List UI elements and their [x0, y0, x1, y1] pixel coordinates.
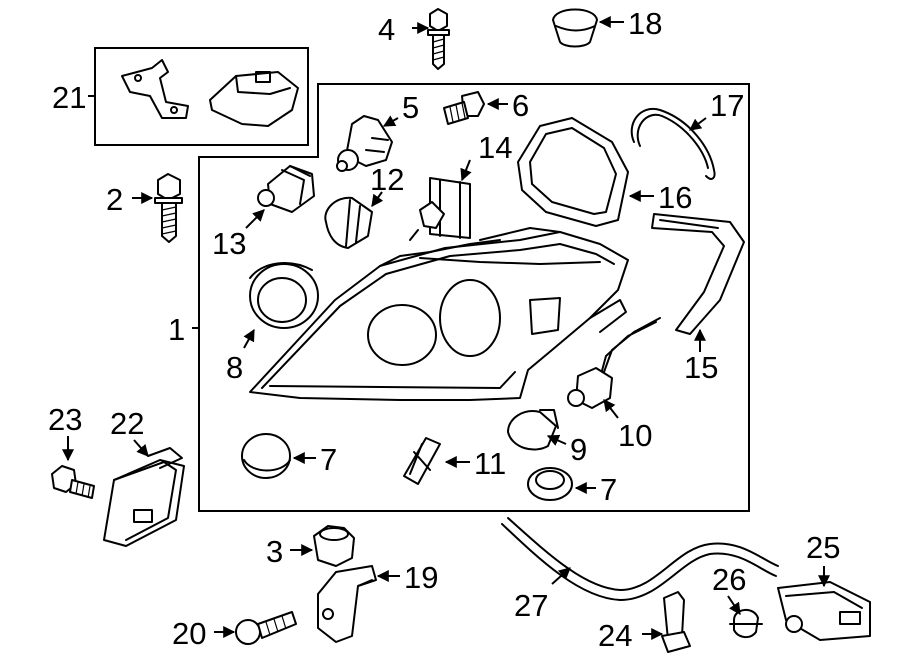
- headlamp-assembly-frame: [198, 83, 750, 512]
- clip-part-3[interactable]: [313, 525, 355, 567]
- callout-22: 22: [110, 406, 144, 441]
- module-part-25[interactable]: [777, 581, 871, 641]
- wire-part-17[interactable]: [630, 107, 716, 180]
- callout-9: 9: [570, 432, 587, 467]
- callout-17: 17: [710, 88, 744, 123]
- callout-21: 21: [52, 80, 86, 115]
- callout-7-upper: 7: [320, 442, 337, 477]
- callout-13: 13: [212, 226, 246, 261]
- bulb-part-12[interactable]: [324, 196, 373, 249]
- headlamp-housing[interactable]: [249, 227, 629, 401]
- cap-part-7-upper[interactable]: [241, 433, 291, 479]
- leader-lines: [62, 16, 830, 640]
- bolt-part-4[interactable]: [427, 8, 450, 70]
- callout-1: 1: [168, 312, 185, 347]
- clip-part-26[interactable]: [729, 609, 763, 638]
- callout-14: 14: [478, 130, 512, 165]
- callout-23: 23: [48, 402, 82, 437]
- callout-20: 20: [172, 616, 206, 651]
- callout-numbers: 1 2 3 4 5 6 7 7 8 9 10 11 12 13 14 15 16…: [48, 6, 840, 653]
- bolt-part-20[interactable]: [235, 611, 297, 645]
- connector-part-24[interactable]: [661, 591, 691, 653]
- callout-7-lower: 7: [600, 472, 617, 507]
- ballast-part-22[interactable]: [103, 447, 185, 547]
- callout-10: 10: [618, 418, 652, 453]
- callout-26: 26: [712, 562, 746, 597]
- callout-15: 15: [684, 350, 718, 385]
- bulb-part-11[interactable]: [403, 437, 441, 485]
- bracket-part-21[interactable]: [121, 59, 299, 127]
- cap-part-18[interactable]: [552, 8, 598, 48]
- socket-part-5[interactable]: [336, 115, 393, 172]
- callout-19: 19: [404, 560, 438, 595]
- socket-part-10[interactable]: [567, 317, 661, 409]
- hose-part-27[interactable]: [501, 517, 779, 601]
- callout-18: 18: [628, 6, 662, 41]
- callout-27: 27: [514, 588, 548, 623]
- gasket-part-16[interactable]: [517, 117, 629, 227]
- bulb-part-9[interactable]: [507, 409, 559, 451]
- callout-8: 8: [226, 350, 243, 385]
- bulb-part-13[interactable]: [257, 165, 315, 213]
- callout-2: 2: [106, 182, 123, 217]
- callout-24: 24: [598, 618, 632, 653]
- callout-12: 12: [370, 162, 404, 197]
- bolt-part-2[interactable]: [154, 173, 183, 243]
- callout-16: 16: [658, 180, 692, 215]
- trim-part-15[interactable]: [651, 213, 745, 335]
- bolt-part-23[interactable]: [51, 465, 95, 499]
- screw-part-6[interactable]: [443, 91, 485, 125]
- bulb-part-14[interactable]: [409, 177, 471, 241]
- bracket-part-19[interactable]: [317, 565, 377, 643]
- callout-4: 4: [378, 12, 395, 47]
- callout-11: 11: [474, 446, 506, 481]
- cap-part-7-lower[interactable]: [527, 467, 573, 501]
- callout-5: 5: [402, 90, 419, 125]
- callout-3: 3: [266, 534, 283, 569]
- callout-25: 25: [806, 530, 840, 565]
- ring-part-8[interactable]: [249, 262, 319, 329]
- callout-6: 6: [512, 88, 529, 123]
